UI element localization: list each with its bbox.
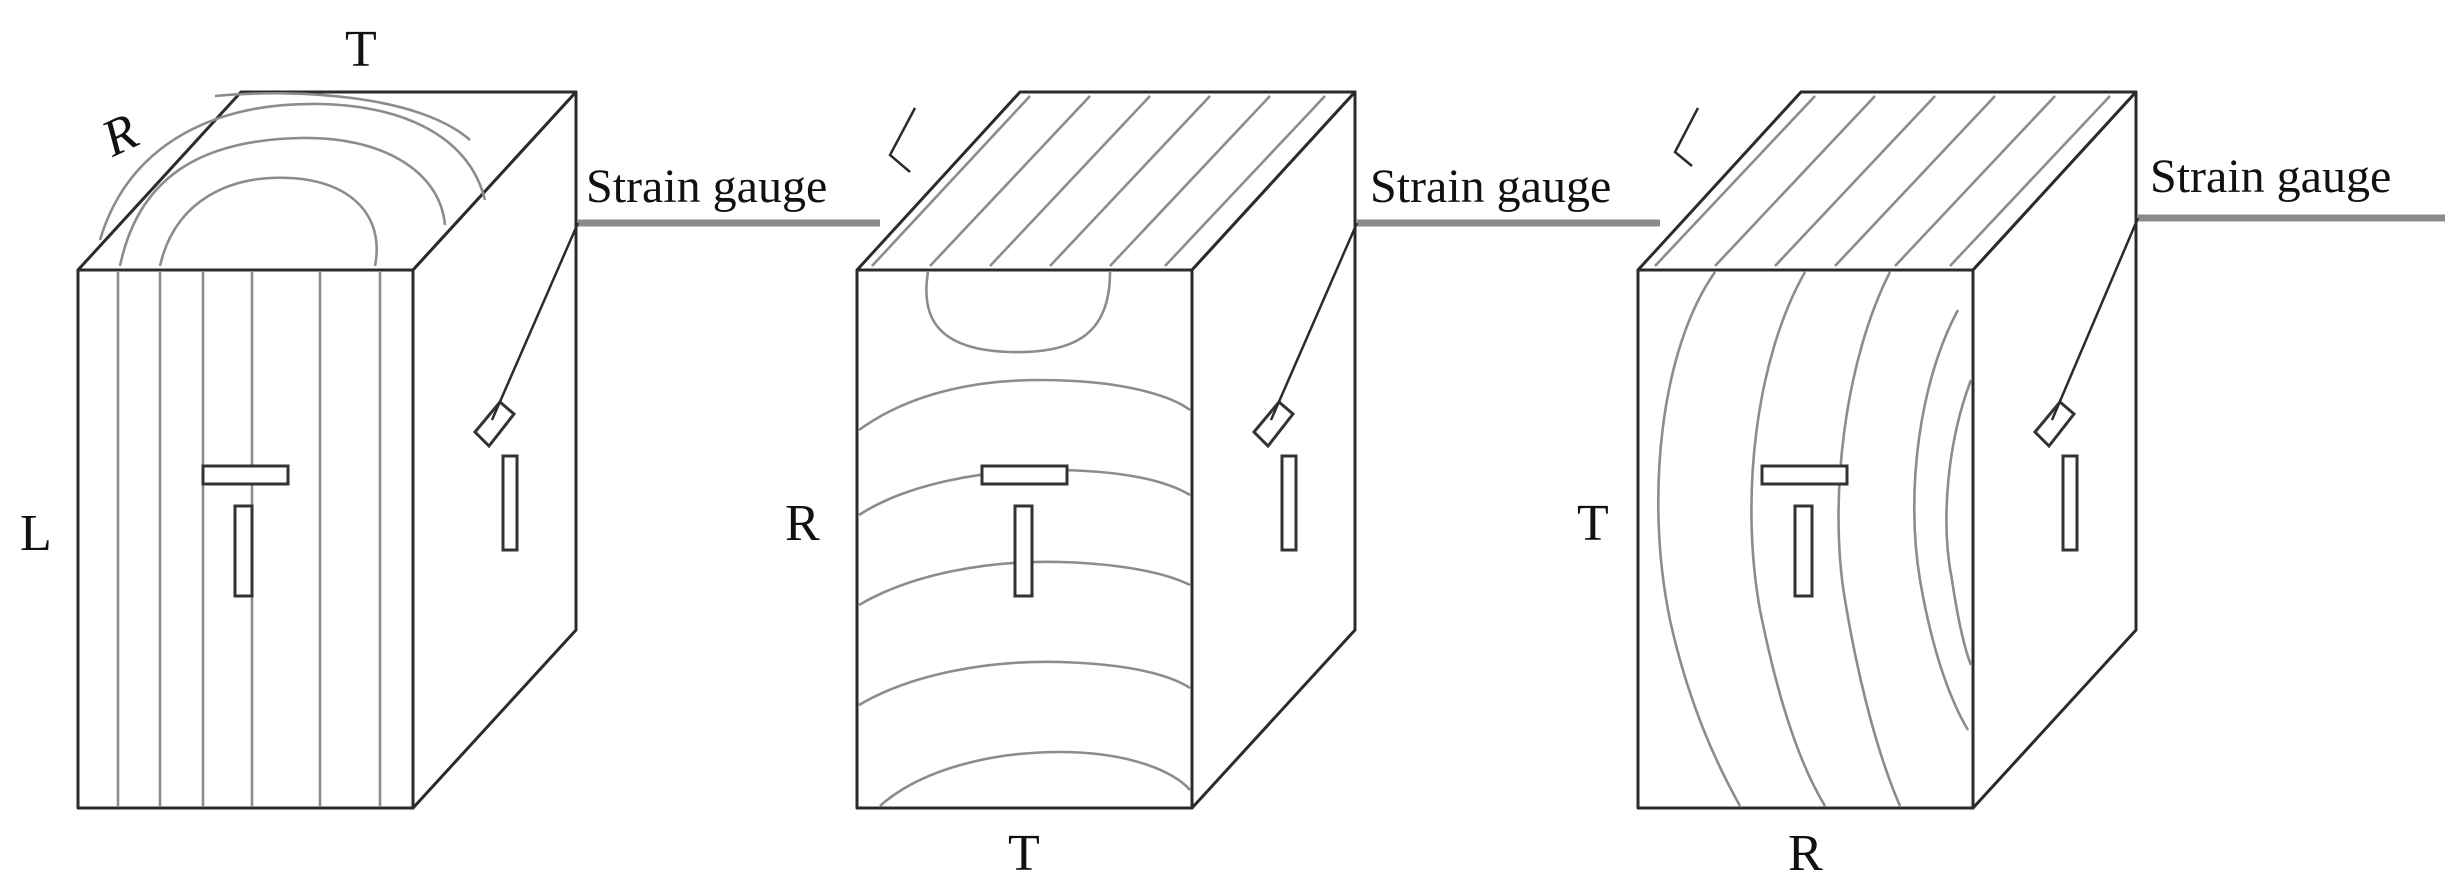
block-1-side-gauge-diagonal xyxy=(472,399,517,449)
block-3-label-front-bottom: R xyxy=(1788,825,1823,882)
block-2-gauge-label: Strain gauge xyxy=(1370,160,1611,213)
block-3-front-gauge-horizontal xyxy=(1760,464,1849,486)
block-1-front-grain xyxy=(116,272,382,806)
block-1: Strain gauge T R L xyxy=(20,21,880,810)
block-1-label-top-side: R xyxy=(93,103,147,169)
block-3-front-gauge-vertical xyxy=(1793,504,1814,598)
block-3-gauge-label: Strain gauge xyxy=(2150,150,2391,203)
block-1-label-top-long: T xyxy=(345,21,377,78)
block-3-side-gauge-vertical xyxy=(2061,454,2079,552)
block-1-front-gauge-vertical xyxy=(233,504,254,598)
block-3-corner-mark xyxy=(1673,107,1700,167)
block-3: Strain gauge T R xyxy=(1577,90,2445,882)
block-2-front-rings xyxy=(858,271,1191,807)
block-2-label-front-bottom: T xyxy=(1008,825,1040,882)
block-3-top-grain xyxy=(1654,95,2111,267)
block-3-side-gauge-diagonal xyxy=(2032,399,2077,449)
block-1-top-rings xyxy=(98,91,487,267)
block-1-side-gauge-vertical xyxy=(501,454,519,552)
block-3-label-front-side: T xyxy=(1577,495,1609,552)
block-1-label-front-side: L xyxy=(20,505,52,562)
block-3-front-rings xyxy=(1657,271,1973,807)
block-3-leader-line xyxy=(2050,217,2140,421)
block-2-front-gauge-horizontal xyxy=(980,464,1069,486)
block-1-leader-line xyxy=(490,222,580,421)
block-2-corner-mark xyxy=(888,107,917,173)
block-1-front-gauge-horizontal xyxy=(201,464,290,486)
block-2-front-gauge-vertical xyxy=(1013,504,1034,598)
block-2-top-grain xyxy=(871,95,1326,267)
block-2-label-front-side: R xyxy=(785,495,820,552)
block-2-side-gauge-vertical xyxy=(1280,454,1298,552)
block-2-side-gauge-diagonal xyxy=(1251,399,1296,449)
block-2-leader-line xyxy=(1269,222,1359,421)
block-1-gauge-label: Strain gauge xyxy=(586,160,827,213)
block-2: Strain gauge R T xyxy=(785,90,1660,882)
